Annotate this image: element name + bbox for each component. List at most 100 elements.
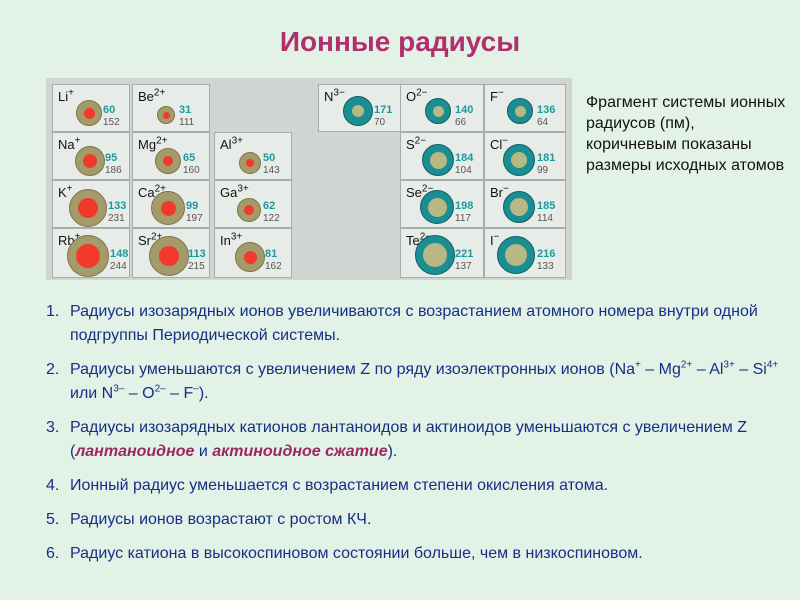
al-atomic-radius: 143 xyxy=(263,165,280,176)
symbol-sr: Sr2+ xyxy=(138,231,163,248)
cell-rb: Rb+ 148 244 xyxy=(52,228,130,278)
rule-text: Радиусы ионов возрастают с ростом КЧ. xyxy=(70,511,372,528)
cell-o: O2− 140 66 xyxy=(400,84,484,132)
sr-ionic-radius: 113 xyxy=(188,248,206,260)
br-ion-circle xyxy=(503,191,535,223)
symbol-s: S2− xyxy=(406,135,427,152)
rules-list: 1. Радиусы изозарядных ионов увеличивают… xyxy=(46,300,786,576)
symbol-n: N3− xyxy=(324,87,345,104)
cell-li: Li+ 60 152 xyxy=(52,84,130,132)
rule-text: Радиус катиона в высокоспиновом состояни… xyxy=(70,545,643,562)
be-atomic-radius: 111 xyxy=(179,117,195,128)
cl-ion-circle xyxy=(503,144,535,176)
k-ionic-radius: 133 xyxy=(108,200,127,212)
li-ion-circle xyxy=(83,107,95,119)
li-atomic-radius: 152 xyxy=(103,117,120,128)
te-ion-circle xyxy=(415,235,455,275)
n-atomic-radius: 70 xyxy=(374,117,386,128)
symbol-be: Be2+ xyxy=(138,87,166,104)
cell-al: Al3+ 50 143 xyxy=(214,132,292,180)
symbol-in: In3+ xyxy=(220,231,243,248)
se-ion-circle xyxy=(420,190,454,224)
slide-title: Ионные радиусы xyxy=(279,26,521,57)
na-ionic-radius: 95 xyxy=(105,152,118,164)
symbol-mg: Mg2+ xyxy=(138,135,168,152)
symbol-na: Na+ xyxy=(58,135,81,152)
k-atomic-radius: 231 xyxy=(108,213,125,224)
s-ion-circle xyxy=(422,144,454,176)
mg-ionic-radius: 65 xyxy=(183,152,196,164)
se-ionic-radius: 198 xyxy=(455,200,474,212)
rule-item: 6. Радиус катиона в высокоспиновом состо… xyxy=(46,542,786,566)
al-atom-circle xyxy=(239,152,261,174)
rb-ionic-radius: 148 xyxy=(110,248,129,260)
ga-ion-circle xyxy=(244,205,254,215)
ca-atom-circle xyxy=(151,191,185,225)
symbol-i: I− xyxy=(490,231,500,248)
symbol-br: Br− xyxy=(490,183,509,200)
f-atomic-radius: 64 xyxy=(537,117,549,128)
rule-text: Ионный радиус уменьшается с возрастанием… xyxy=(70,477,609,494)
cell-s: S2− 184 104 xyxy=(400,132,484,180)
li-atom-circle xyxy=(76,100,102,126)
symbol-cl: Cl− xyxy=(490,135,509,152)
be-atom-circle xyxy=(157,106,175,124)
s-atomic-radius: 104 xyxy=(455,165,472,176)
k-ion-circle xyxy=(78,198,98,218)
symbol-li: Li+ xyxy=(58,87,74,104)
cell-sr: Sr2+ 113 215 xyxy=(132,228,210,278)
cell-be: Be2+ 31 111 xyxy=(132,84,210,132)
al-ionic-radius: 50 xyxy=(263,152,276,164)
te-atomic-radius: 137 xyxy=(455,261,472,272)
cell-se: Se2− 198 117 xyxy=(400,180,484,228)
cl-ionic-radius: 181 xyxy=(537,152,556,164)
f-atom-circle xyxy=(514,105,526,117)
i-atom-circle xyxy=(505,244,527,266)
cell-mg: Mg2+ 65 160 xyxy=(132,132,210,180)
o-ion-circle xyxy=(425,98,451,124)
symbol-k: K+ xyxy=(58,183,73,200)
mg-ion-circle xyxy=(163,156,173,166)
symbol-f: F− xyxy=(490,87,504,104)
cell-te: Te2− 221 137 xyxy=(400,228,484,278)
actinide-term: актиноидное сжатие xyxy=(212,443,388,460)
symbol-o: O2− xyxy=(406,87,428,104)
s-ionic-radius: 184 xyxy=(455,152,474,164)
sr-ion-circle xyxy=(159,246,179,266)
cell-f: F− 136 64 xyxy=(484,84,566,132)
ca-ionic-radius: 99 xyxy=(186,200,199,212)
na-atomic-radius: 186 xyxy=(105,165,122,176)
o-atomic-radius: 66 xyxy=(455,117,467,128)
in-atomic-radius: 162 xyxy=(265,261,282,272)
be-ion-circle xyxy=(162,111,170,119)
n-ionic-radius: 171 xyxy=(374,104,393,116)
mg-atomic-radius: 160 xyxy=(183,165,200,176)
rb-ion-circle xyxy=(76,244,100,268)
ca-atomic-radius: 197 xyxy=(186,213,203,224)
rb-atomic-radius: 244 xyxy=(110,261,127,272)
cell-ga: Ga3+ 62 122 xyxy=(214,180,292,228)
al-ion-circle xyxy=(246,159,254,167)
in-atom-circle xyxy=(235,242,265,272)
ionic-radii-table: Li+ 60 152 Be2+ 31 111 Na+ 95 186 Mg2+ 6… xyxy=(46,78,572,280)
lanthanide-term: лантаноидное xyxy=(75,443,195,460)
n-atom-circle xyxy=(352,105,364,117)
symbol-ga: Ga3+ xyxy=(220,183,249,200)
rule-text: Радиусы изозарядных ионов увеличиваются … xyxy=(70,303,758,344)
cell-i: I− 216 133 xyxy=(484,228,566,278)
s-atom-circle xyxy=(429,151,447,169)
se-atomic-radius: 117 xyxy=(455,213,471,224)
i-ionic-radius: 216 xyxy=(537,248,556,260)
f-ionic-radius: 136 xyxy=(537,104,556,116)
sr-atomic-radius: 215 xyxy=(188,261,205,272)
i-ion-circle xyxy=(497,236,535,274)
sr-atom-circle xyxy=(149,236,189,276)
rule-item: 4. Ионный радиус уменьшается с возрастан… xyxy=(46,474,786,498)
k-atom-circle xyxy=(69,189,107,227)
ga-ionic-radius: 62 xyxy=(263,200,276,212)
rule-item: 1. Радиусы изозарядных ионов увеличивают… xyxy=(46,300,786,348)
rule-item: 3. Радиусы изозарядных катионов лантанои… xyxy=(46,416,786,464)
rule-item: 5. Радиусы ионов возрастают с ростом КЧ. xyxy=(46,508,786,532)
br-atomic-radius: 114 xyxy=(537,213,553,224)
in-ion-circle xyxy=(243,250,257,264)
